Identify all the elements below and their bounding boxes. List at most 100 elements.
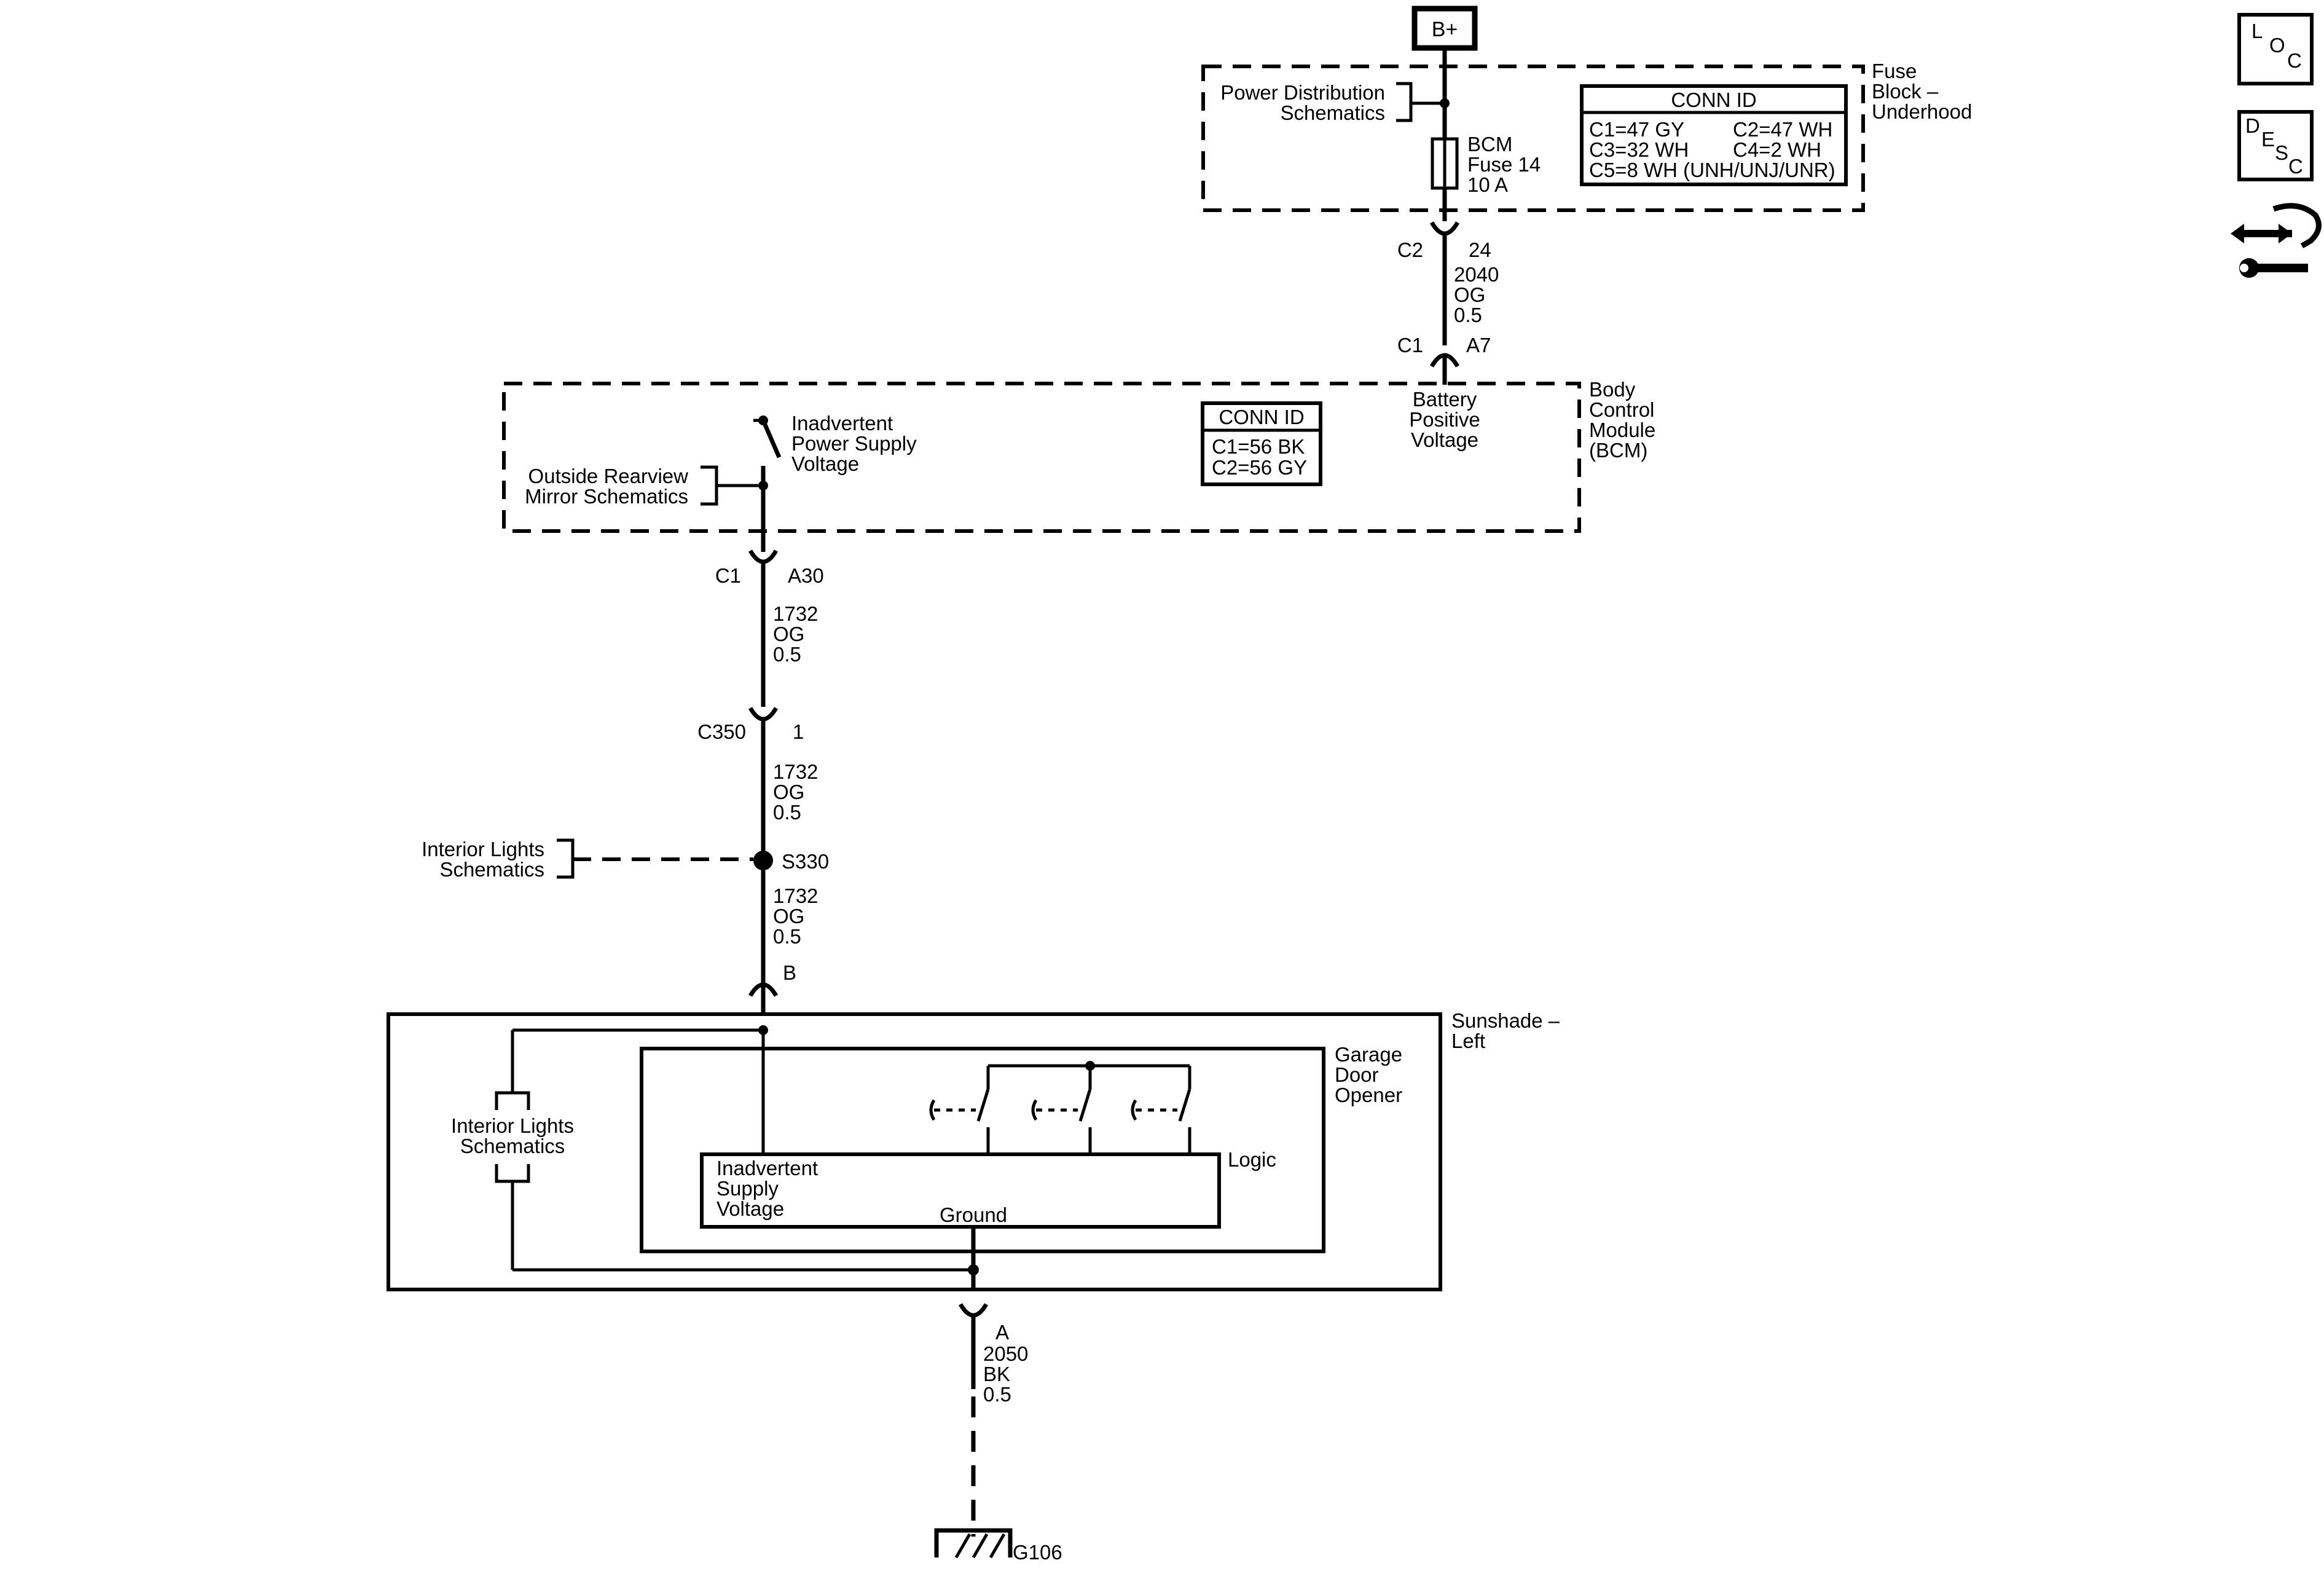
svg-text:Outside Rearview: Outside Rearview: [528, 465, 689, 487]
svg-text:BK: BK: [983, 1363, 1010, 1385]
svg-text:C1=47 GY: C1=47 GY: [1589, 118, 1684, 141]
svg-text:Positive: Positive: [1409, 408, 1480, 431]
svg-text:C2=47 WH: C2=47 WH: [1733, 118, 1832, 141]
svg-text:10 A: 10 A: [1467, 173, 1508, 196]
wire-1732-segment-2-spec: 1732 OG 0.5: [773, 760, 818, 824]
inadvertent-power-switch: [753, 415, 782, 535]
connector-c2-symbol: [1429, 221, 1460, 236]
svg-text:C: C: [2287, 49, 2302, 72]
svg-text:0.5: 0.5: [773, 643, 801, 666]
fuse-block-conn-id-table: CONN ID C1=47 GY C2=47 WH C3=32 WH C4=2 …: [1580, 84, 1848, 186]
inadvertent-supply-voltage-label: Inadvertent Supply Voltage: [716, 1157, 818, 1220]
svg-text:L: L: [2251, 20, 2263, 42]
pin-a7-label: A7: [1466, 334, 1491, 356]
svg-text:Power Distribution: Power Distribution: [1220, 81, 1385, 104]
interior-lights-schematics-link[interactable]: Interior Lights Schematics: [422, 838, 753, 881]
svg-text:0.5: 0.5: [983, 1383, 1011, 1406]
svg-text:E: E: [2261, 128, 2275, 151]
svg-text:Voltage: Voltage: [791, 452, 859, 475]
svg-text:Schematics: Schematics: [439, 858, 544, 881]
battery-positive-label: B+: [1432, 18, 1458, 41]
svg-text:C: C: [2288, 155, 2303, 178]
svg-text:0.5: 0.5: [773, 925, 801, 948]
inadvertent-power-supply-label: Inadvertent Power Supply Voltage: [791, 412, 917, 475]
power-distribution-schematics-link[interactable]: Power Distribution Schematics: [1220, 81, 1445, 124]
pin-b-label: B: [783, 961, 796, 984]
garage-door-opener-name: Garage Door Opener: [1335, 1043, 1402, 1106]
svg-text:OG: OG: [1454, 283, 1485, 306]
svg-text:Interior Lights: Interior Lights: [451, 1114, 574, 1137]
logic-block: [700, 1152, 1221, 1229]
svg-text:C3=32 WH: C3=32 WH: [1589, 138, 1689, 161]
feed-junction-dot: [1440, 98, 1450, 108]
wire-1732-segment-3-spec: 1732 OG 0.5: [773, 884, 818, 948]
svg-text:Sunshade –: Sunshade –: [1451, 1009, 1560, 1032]
svg-text:0.5: 0.5: [773, 801, 801, 824]
pin-1-label: 1: [793, 720, 804, 743]
svg-text:0.5: 0.5: [1454, 304, 1482, 326]
splice-s330-label: S330: [782, 850, 829, 873]
svg-text:OG: OG: [773, 623, 804, 645]
bcm-name: Body Control Module (BCM): [1589, 378, 1655, 462]
svg-text:Interior Lights: Interior Lights: [422, 838, 544, 860]
svg-text:2040: 2040: [1454, 263, 1499, 286]
svg-text:S: S: [2275, 141, 2288, 164]
svg-text:Control: Control: [1589, 398, 1654, 421]
connector-c2-label: C2: [1397, 238, 1423, 261]
fuse-label: BCM Fuse 14 10 A: [1467, 133, 1541, 196]
svg-text:BCM: BCM: [1467, 133, 1512, 156]
svg-text:(BCM): (BCM): [1589, 439, 1647, 462]
svg-text:Inadvertent: Inadvertent: [716, 1157, 818, 1179]
svg-text:Battery: Battery: [1413, 388, 1477, 411]
garage-door-opener-outline: [640, 1047, 1325, 1253]
svg-text:Door: Door: [1335, 1063, 1379, 1086]
ground-g106-icon: [934, 1528, 1013, 1559]
conn-id-title: CONN ID: [1671, 89, 1756, 111]
garage-door-button-1: [929, 1066, 990, 1154]
fuse-block-name: Fuse Block – Underhood: [1872, 60, 1972, 123]
svg-text:C5=8 WH (UNH/UNJ/UNR): C5=8 WH (UNH/UNJ/UNR): [1589, 159, 1835, 181]
svg-text:CONN ID: CONN ID: [1219, 406, 1304, 428]
connector-a-symbol: [958, 1303, 989, 1318]
svg-text:Fuse 14: Fuse 14: [1467, 153, 1541, 176]
svg-text:Inadvertent: Inadvertent: [791, 412, 893, 435]
sunshade-supply-rail: [511, 1025, 768, 1154]
svg-text:O: O: [2269, 34, 2285, 57]
svg-text:1732: 1732: [773, 760, 818, 783]
logic-label: Logic: [1228, 1148, 1276, 1171]
svg-text:D: D: [2245, 114, 2260, 137]
sunshade-interior-lights-schematics-link[interactable]: Interior Lights Schematics: [451, 1091, 574, 1270]
svg-text:C2=56 GY: C2=56 GY: [1212, 456, 1307, 479]
bcm-conn-id-table: CONN ID C1=56 BK C2=56 GY: [1201, 401, 1322, 486]
svg-text:OG: OG: [773, 905, 804, 927]
wire-1732-segment-1-spec: 1732 OG 0.5: [773, 602, 818, 666]
pin-a-label: A: [995, 1321, 1009, 1344]
sunshade-ground-rail: [512, 1227, 979, 1291]
sunshade-left-name: Sunshade – Left: [1451, 1009, 1560, 1052]
ground-g106-label: G106: [1013, 1541, 1062, 1564]
bcm-outline: [502, 382, 1581, 533]
pin-24-label: 24: [1469, 238, 1491, 261]
svg-text:2050: 2050: [983, 1342, 1028, 1365]
connector-repair-nav-icon[interactable]: [2231, 203, 2322, 278]
fuse-block-outline: [1201, 65, 1865, 212]
wire-2040-spec: 2040 OG 0.5: [1454, 263, 1499, 326]
connector-c350-label: C350: [697, 720, 746, 743]
ground-terminal-label: Ground: [940, 1203, 1007, 1226]
location-nav-icon[interactable]: L O C: [2237, 13, 2314, 85]
svg-text:Module: Module: [1589, 419, 1655, 441]
svg-text:Power Supply: Power Supply: [791, 432, 917, 455]
svg-text:Voltage: Voltage: [716, 1197, 784, 1220]
description-nav-icon[interactable]: D E S C: [2237, 110, 2314, 181]
svg-text:Garage: Garage: [1335, 1043, 1402, 1066]
pin-a30-label: A30: [788, 564, 824, 587]
outside-rearview-mirror-schematics-link[interactable]: Outside Rearview Mirror Schematics: [525, 465, 763, 508]
svg-text:Body: Body: [1589, 378, 1636, 401]
connector-c1-a30-label: C1: [715, 564, 741, 587]
sunshade-left-outline: [387, 1012, 1442, 1291]
svg-text:Opener: Opener: [1335, 1084, 1402, 1106]
svg-text:Schematics: Schematics: [460, 1135, 565, 1157]
svg-text:C1=56 BK: C1=56 BK: [1212, 435, 1305, 458]
svg-text:Underhood: Underhood: [1872, 100, 1972, 123]
